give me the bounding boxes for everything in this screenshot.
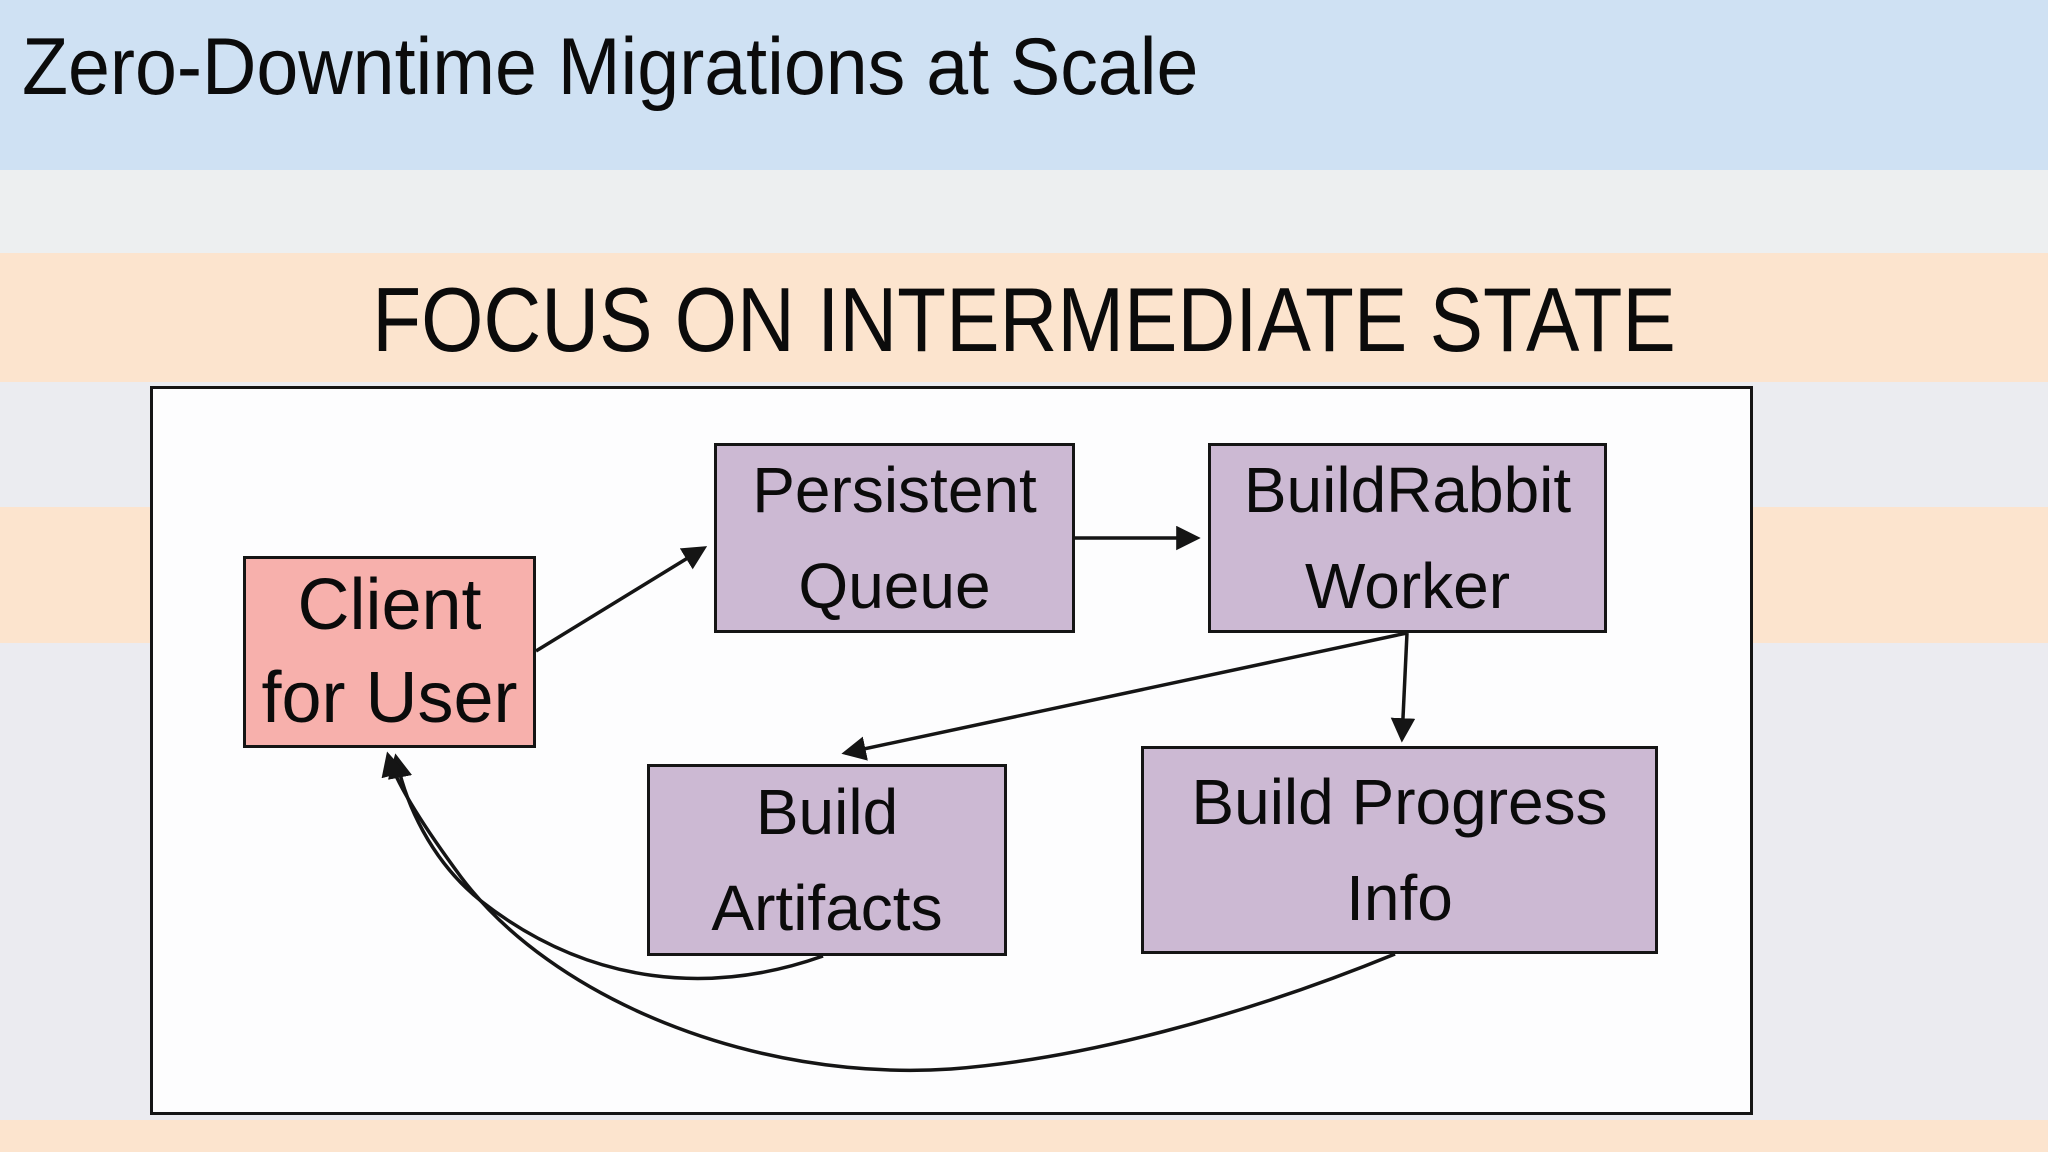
edge-worker-to-progress [1390,632,1416,743]
edge-progress-to-client [381,751,1396,1072]
node-client-for-user: Client for User [243,556,536,748]
node-label-line: BuildRabbit [1243,454,1572,526]
background-stripe-title-banner [0,0,2048,170]
node-build-progress-info: Build Progress Info [1141,746,1658,954]
edge-artifacts-to-client [387,753,824,981]
node-label-line: Worker [1304,550,1511,622]
node-label-line: Info [1346,862,1453,934]
node-label-line: Client [297,565,482,646]
edge-worker-to-artifacts [841,631,1408,761]
diagram-edges [381,525,1416,1072]
node-label-line: Build Progress [1191,766,1608,838]
node-buildrabbit-worker: BuildRabbit Worker [1208,443,1607,633]
architecture-diagram: Client for User Persistent Queue BuildRa… [150,386,1753,1115]
section-heading: FOCUS ON INTERMEDIATE STATE [372,270,1676,371]
node-build-artifacts: Build Artifacts [647,764,1007,956]
edge-client-to-queue [535,546,708,653]
background-stripe-peach-3 [0,1120,2048,1152]
slide-title: Zero-Downtime Migrations at Scale [22,22,1199,112]
node-label-line: for User [261,658,518,738]
node-label-line: Persistent [752,454,1037,526]
background-stripe-peach-1 [0,253,2048,382]
node-label-line: Queue [798,550,991,622]
background-stripe-gray-1 [0,170,2048,253]
node-label-line: Artifacts [711,872,943,944]
node-label-line: Build [755,776,899,848]
node-persistent-queue: Persistent Queue [714,443,1075,633]
